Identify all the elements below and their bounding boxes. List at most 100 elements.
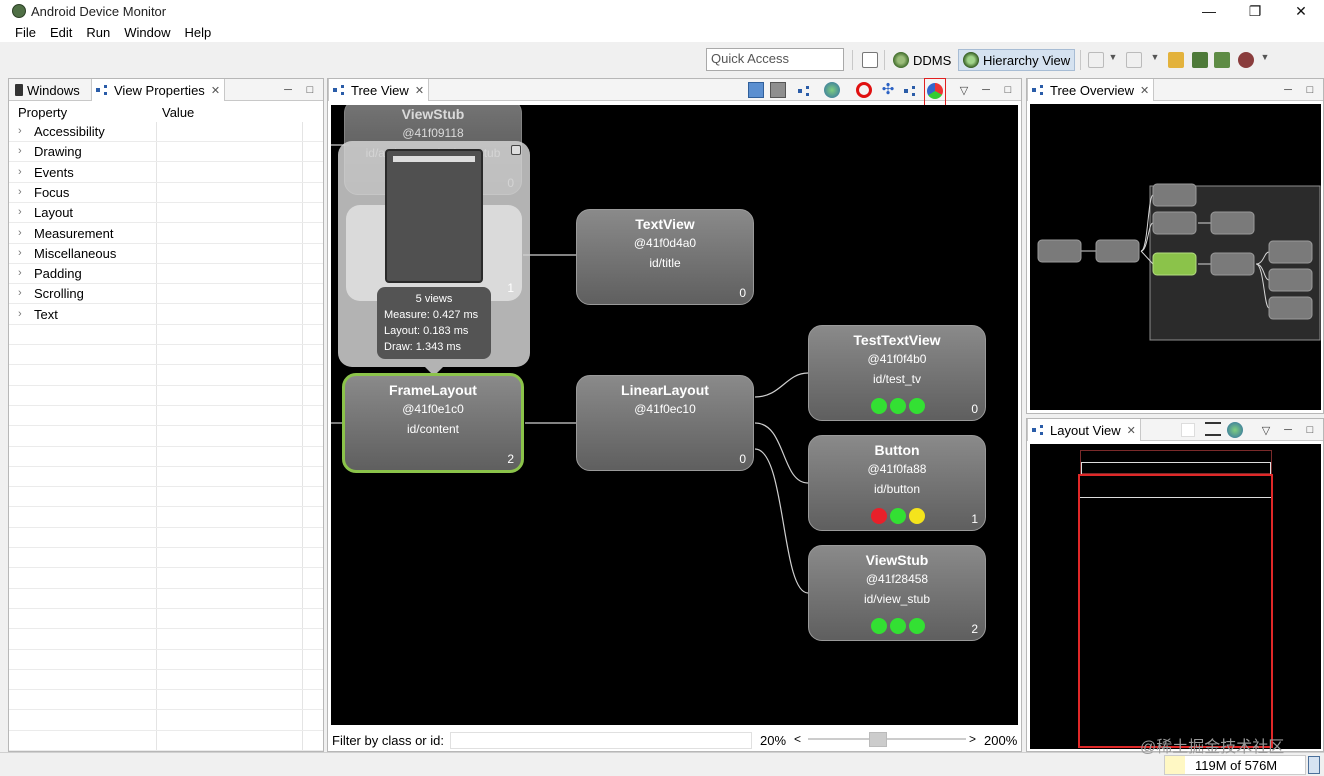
maximize-button[interactable]: ❐	[1248, 2, 1262, 19]
tree-icon	[1032, 425, 1046, 435]
expand-chevron-icon[interactable]: ›	[18, 287, 22, 300]
tree-canvas[interactable]: ViewStub @41f09118 id/action_mode_bar_st…	[331, 105, 1018, 725]
tab-tree-overview[interactable]: Tree Overview ✕	[1027, 79, 1155, 101]
close-tab-icon[interactable]: ✕	[210, 84, 221, 97]
perspective-hierarchy-view[interactable]: Hierarchy View	[958, 49, 1076, 71]
tab-layout-view[interactable]: Layout View ✕	[1027, 419, 1141, 441]
tree-node-framelayout[interactable]: FrameLayout @41f0e1c0 id/content 2	[342, 373, 524, 473]
perspective-ddms[interactable]: DDMS	[889, 49, 955, 71]
open-perspective-icon[interactable]	[862, 52, 878, 68]
chevron-down-icon[interactable]: ▼	[1108, 52, 1118, 62]
empty-property-row	[9, 345, 323, 366]
property-row[interactable]: ›Text	[9, 305, 323, 325]
gc-icon[interactable]	[1192, 52, 1208, 68]
overview-minimap	[1037, 183, 1321, 341]
globe-icon[interactable]	[824, 82, 840, 98]
expand-chevron-icon[interactable]: ›	[18, 165, 22, 178]
menu-run[interactable]: Run	[86, 24, 111, 40]
empty-property-row	[9, 447, 323, 467]
column-divider	[302, 122, 303, 751]
zoom-right-arrow[interactable]: >	[969, 732, 977, 746]
tree-node-viewstub[interactable]: ViewStub @41f28458 id/view_stub 2	[808, 545, 986, 641]
node-id: id/content	[406, 422, 460, 436]
tab-view-properties[interactable]: View Properties ✕	[91, 79, 226, 101]
close-tab-icon[interactable]: ✕	[414, 84, 425, 97]
maximize-pane-icon[interactable]: □	[306, 84, 314, 96]
zoom-slider-track[interactable]	[808, 738, 966, 740]
close-preview-icon[interactable]	[511, 145, 521, 155]
dump-display-list-icon[interactable]	[904, 84, 922, 99]
view-menu-icon[interactable]: ▽	[1261, 424, 1271, 437]
gc-trash-icon[interactable]	[1308, 756, 1320, 774]
filter-input[interactable]	[450, 732, 752, 749]
tab-windows[interactable]: Windows	[11, 79, 84, 101]
expand-chevron-icon[interactable]: ›	[18, 185, 22, 198]
minimize-pane-icon[interactable]: ─	[982, 84, 990, 96]
column-property[interactable]: Property	[18, 105, 68, 120]
expand-chevron-icon[interactable]: ›	[18, 307, 22, 320]
menu-help[interactable]: Help	[184, 24, 212, 40]
view-menu-icon[interactable]: ▽	[959, 84, 969, 97]
expand-chevron-icon[interactable]: ›	[18, 226, 22, 239]
quick-access-input[interactable]: Quick Access	[706, 48, 844, 71]
property-row[interactable]: ›Measurement	[9, 224, 323, 244]
white-background-icon[interactable]	[1181, 423, 1195, 437]
expand-chevron-icon[interactable]: ›	[18, 246, 22, 259]
node-id: id/view_stub	[863, 592, 931, 606]
minimize-pane-icon[interactable]: ─	[1284, 424, 1292, 436]
update-heap-icon[interactable]	[1126, 52, 1142, 68]
profile-nodes-icon[interactable]	[927, 83, 943, 99]
minimize-pane-icon[interactable]: ─	[284, 84, 292, 96]
tree-node-textview[interactable]: TextView @41f0d4a0 id/title 0	[576, 209, 754, 305]
overview-canvas[interactable]	[1030, 104, 1321, 410]
minimize-pane-icon[interactable]: ─	[1284, 84, 1292, 96]
property-row[interactable]: ›Scrolling	[9, 284, 323, 305]
property-row[interactable]: ›Events	[9, 163, 323, 183]
expand-chevron-icon[interactable]: ›	[18, 206, 22, 219]
menu-edit[interactable]: Edit	[49, 24, 73, 40]
capture-layers-icon[interactable]	[770, 82, 786, 98]
expand-chevron-icon[interactable]: ›	[18, 145, 22, 158]
minimize-button[interactable]: —	[1202, 3, 1216, 19]
menu-file[interactable]: File	[15, 24, 36, 40]
chevron-down-icon[interactable]: ▼	[1260, 52, 1270, 62]
maximize-pane-icon[interactable]: □	[1306, 84, 1314, 96]
tab-tree-view[interactable]: Tree View ✕	[328, 79, 430, 101]
zoom-slider-thumb[interactable]	[869, 732, 887, 747]
close-tab-icon[interactable]: ✕	[1126, 424, 1136, 437]
expand-chevron-icon[interactable]: ›	[18, 267, 22, 280]
column-value[interactable]: Value	[162, 105, 195, 120]
property-row[interactable]: ›Accessibility	[9, 122, 323, 142]
show-extras-icon[interactable]	[1205, 422, 1221, 436]
view-properties-panel: Windows View Properties ✕ ─ □ Property V…	[8, 78, 324, 772]
property-row[interactable]: ›Layout	[9, 203, 323, 224]
layout-canvas[interactable]	[1030, 444, 1321, 749]
hprof-icon[interactable]	[1168, 52, 1184, 68]
close-tab-icon[interactable]: ✕	[1140, 84, 1150, 97]
load-all-views-icon[interactable]	[1227, 422, 1243, 438]
property-row[interactable]: ›Focus	[9, 183, 323, 203]
menu-window[interactable]: Window	[124, 24, 171, 40]
maximize-pane-icon[interactable]: □	[1004, 84, 1012, 96]
property-row[interactable]: ›Miscellaneous	[9, 244, 323, 264]
save-png-icon[interactable]	[748, 82, 764, 98]
threads-icon[interactable]	[1214, 52, 1230, 68]
layout-view-tabbar: Layout View ✕ ▽ ─ □	[1027, 419, 1323, 441]
property-row[interactable]: ›Padding	[9, 264, 323, 285]
stop-process-icon[interactable]	[1238, 52, 1254, 68]
tree-icon[interactable]	[798, 84, 816, 99]
tree-node-button[interactable]: Button @41f0fa88 id/button 1	[808, 435, 986, 531]
chevron-down-icon[interactable]: ▼	[1150, 52, 1160, 62]
tree-node-testtextview[interactable]: TestTextView @41f0f4b0 id/test_tv 0	[808, 325, 986, 421]
expand-chevron-icon[interactable]: ›	[18, 125, 22, 137]
property-row[interactable]: ›Drawing	[9, 142, 323, 163]
debug-process-icon[interactable]	[1088, 52, 1104, 68]
request-layout-icon[interactable]: ✣	[881, 81, 895, 98]
maximize-pane-icon[interactable]: □	[1306, 424, 1314, 436]
empty-property-row	[9, 325, 323, 345]
tree-node-linearlayout[interactable]: LinearLayout @41f0ec10 0	[576, 375, 754, 471]
close-button[interactable]: ✕	[1295, 2, 1307, 19]
zoom-left-arrow[interactable]: <	[794, 732, 802, 746]
invalidate-icon[interactable]	[856, 82, 872, 98]
heap-status[interactable]: 119M of 576M	[1164, 755, 1306, 775]
